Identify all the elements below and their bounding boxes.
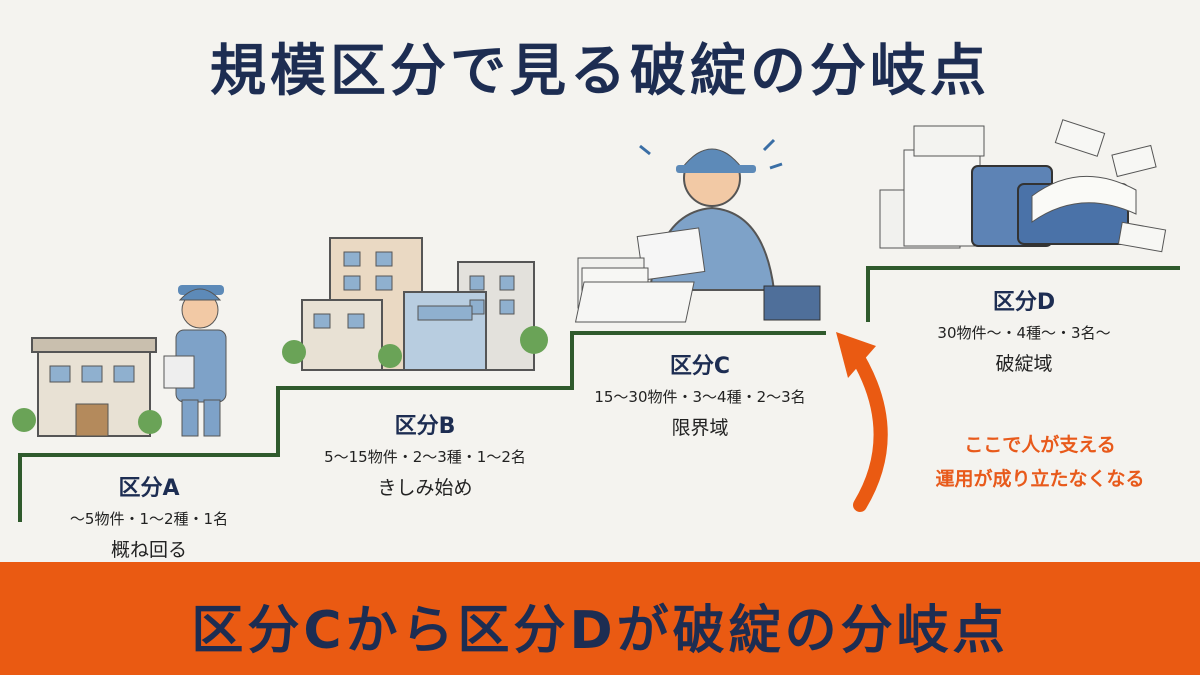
stage-b-status: きしみ始め bbox=[377, 477, 473, 499]
bottom-banner bbox=[0, 562, 1200, 675]
stage-d-status: 破綻域 bbox=[995, 353, 1053, 375]
page-title: 規模区分で見る破綻の分岐点 bbox=[210, 39, 990, 104]
stage-a-detail: 〜5物件・1〜2種・1名 bbox=[69, 510, 229, 528]
multiple-buildings-icon bbox=[282, 237, 548, 371]
stage-c-label: 区分C 15〜30物件・3〜4種・2〜3名 限界域 bbox=[572, 348, 828, 440]
stage-a-status: 概ね回る bbox=[110, 539, 187, 561]
breakdown-callout: ここで人が支える 運用が成り立たなくなる bbox=[905, 428, 1175, 496]
banner-text: 区分Cから区分Dが破綻の分岐点 bbox=[191, 601, 1009, 661]
upward-arrow-icon bbox=[836, 332, 888, 512]
callout-line-1: ここで人が支える bbox=[964, 434, 1116, 456]
stage-a-name: 区分A bbox=[118, 476, 180, 501]
stage-d-label: 区分D 30物件〜・4種〜・3名〜 破綻域 bbox=[868, 284, 1180, 376]
step-line bbox=[18, 266, 1180, 522]
callout-line-2: 運用が成り立たなくなる bbox=[935, 468, 1145, 490]
document-overflow-icon bbox=[879, 119, 1167, 253]
stage-c-status: 限界域 bbox=[671, 417, 729, 439]
stressed-worker-icon bbox=[636, 138, 783, 291]
stage-d-name: 区分D bbox=[992, 290, 1056, 315]
stage-d-detail: 30物件〜・4種〜・3名〜 bbox=[937, 324, 1111, 342]
paperwork-pile-icon bbox=[574, 257, 821, 323]
small-building-icon bbox=[12, 337, 162, 437]
stage-c-detail: 15〜30物件・3〜4種・2〜3名 bbox=[594, 388, 806, 406]
stage-b-name: 区分B bbox=[394, 414, 456, 439]
stage-b-detail: 5〜15物件・2〜3種・1〜2名 bbox=[324, 448, 526, 466]
stage-a-label: 区分A 〜5物件・1〜2種・1名 概ね回る bbox=[20, 470, 278, 562]
stage-b-label: 区分B 5〜15物件・2〜3種・1〜2名 きしみ始め bbox=[278, 408, 572, 500]
worker-with-clipboard-icon bbox=[163, 285, 227, 437]
stage-c-name: 区分C bbox=[669, 354, 731, 379]
